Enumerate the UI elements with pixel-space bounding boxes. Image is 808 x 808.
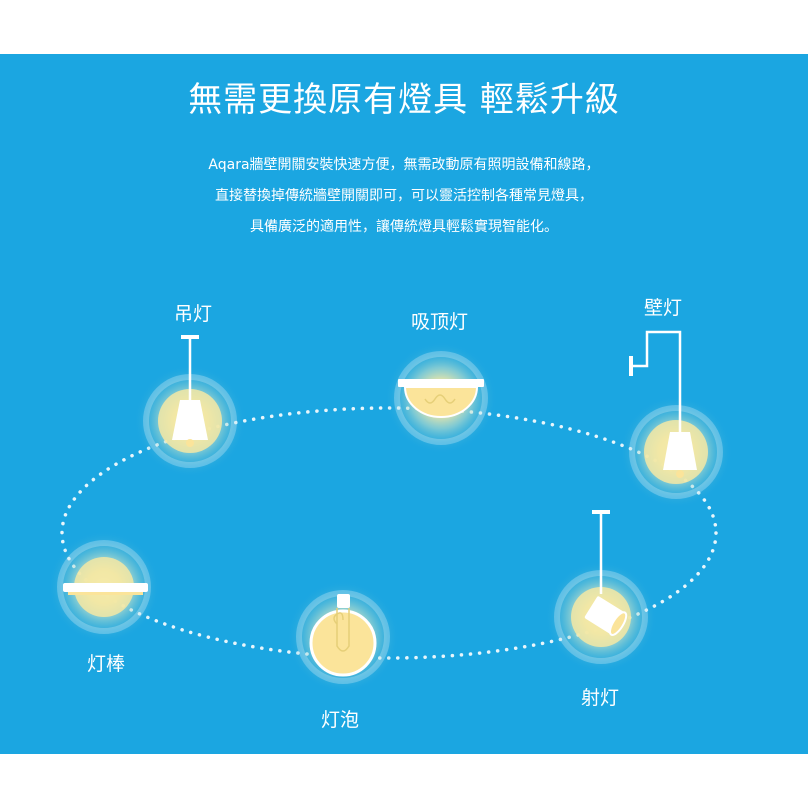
- headline: 無需更換原有燈具 輕鬆升級: [188, 80, 620, 120]
- description-line-1: Aqara牆壁開關安裝快速方便，無需改動原有照明設備和線路，: [208, 157, 600, 173]
- label-ceiling: 吸顶灯: [411, 311, 469, 333]
- spot-lamp-icon: [545, 510, 657, 673]
- tube-lamp-icon: [48, 531, 160, 643]
- wall-lamp-icon: [620, 330, 732, 508]
- label-bulb: 灯泡: [321, 709, 360, 731]
- lamp-diagram: [48, 330, 732, 693]
- label-tube: 灯棒: [87, 653, 126, 675]
- label-pendant: 吊灯: [174, 303, 213, 325]
- label-spot: 射灯: [581, 687, 620, 709]
- ceiling-lamp-icon: [385, 342, 497, 454]
- description-line-2: 直接替換掉傳統牆壁開關即可，可以靈活控制各種常見燈具，: [215, 188, 593, 204]
- label-wall: 壁灯: [644, 297, 683, 319]
- pendant-lamp-icon: [134, 335, 246, 477]
- description-line-3: 具備廣泛的適用性，讓傳統燈具輕鬆實現智能化。: [250, 219, 558, 235]
- light-bulb-icon: [287, 581, 399, 693]
- description: Aqara牆壁開關安裝快速方便，無需改動原有照明設備和線路， 直接替換掉傳統牆壁…: [0, 150, 808, 243]
- feature-banner: 無需更換原有燈具 輕鬆升級 Aqara牆壁開關安裝快速方便，無需改動原有照明設備…: [0, 54, 808, 754]
